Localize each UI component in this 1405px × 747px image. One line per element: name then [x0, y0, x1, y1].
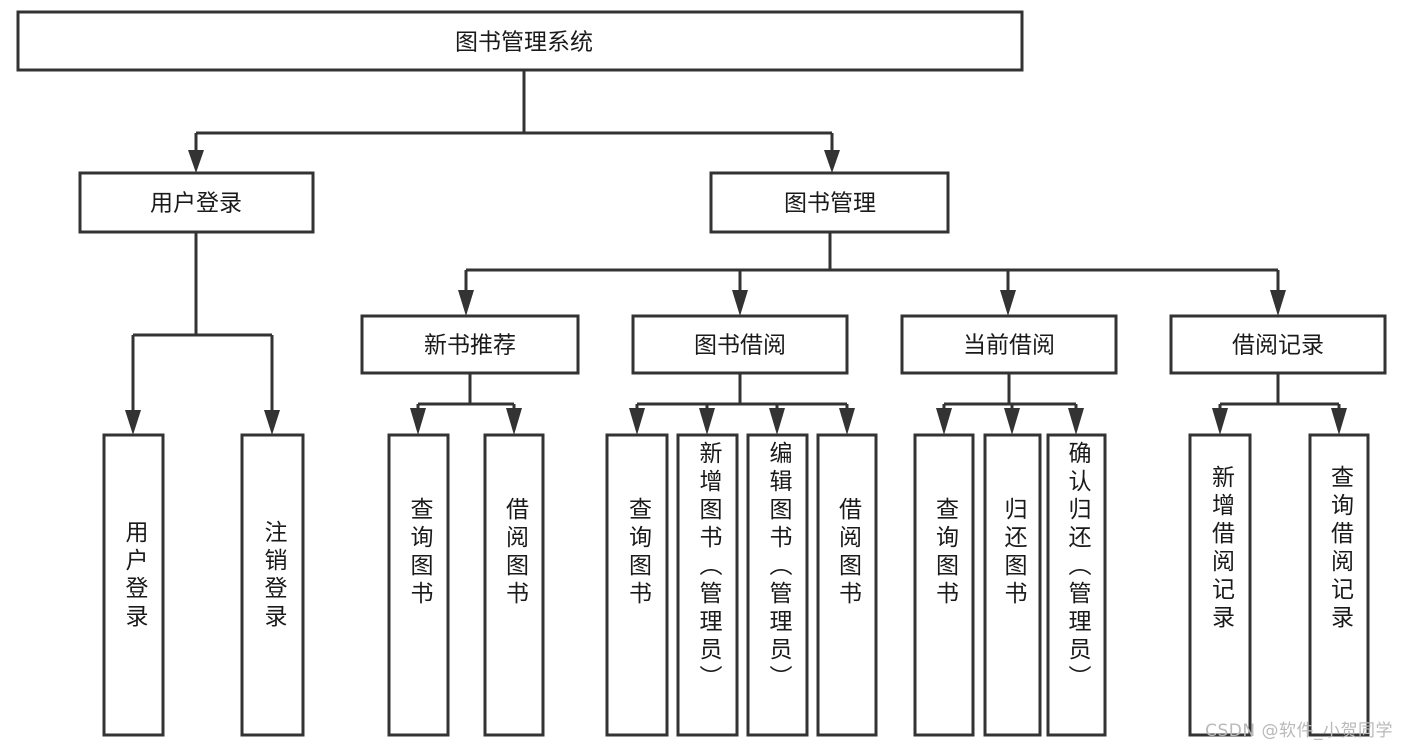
leaf-current-return[interactable]: 归还图书 — [985, 435, 1040, 735]
node-user-login[interactable]: 用户登录 — [78, 171, 315, 234]
leaf-current-confirm[interactable]: 确认归还（管理员） — [1048, 435, 1105, 735]
leaf-box-current-query[interactable] — [913, 433, 975, 737]
edge-userlogin-bus — [131, 232, 274, 412]
leaf-record-add[interactable]: 新增借阅记录 — [1190, 435, 1250, 735]
arrow-to-bookborrow-leaf-1 — [629, 408, 645, 435]
leaf-borrow-lend[interactable]: 借阅图书 — [818, 435, 876, 735]
leaf-borrow-edit-label: 编辑图书（管理员） — [765, 441, 791, 693]
node-borrow-record-label: 借阅记录 — [1232, 333, 1324, 359]
leaf-box-logout[interactable] — [240, 433, 305, 737]
arrow-to-user-login — [188, 150, 204, 173]
arrow-to-current-borrow — [1000, 290, 1016, 316]
node-borrow-record[interactable]: 借阅记录 — [1169, 314, 1387, 375]
leaf-borrow-lend-label: 借阅图书 — [834, 497, 861, 609]
leaf-logout[interactable]: 注销登录 — [242, 435, 303, 735]
leaf-borrow-query-label: 查询图书 — [624, 497, 651, 609]
node-user-login-label: 用户登录 — [150, 191, 242, 217]
arrow-to-borrowrecord-leaf-1 — [1212, 408, 1228, 435]
leaf-current-query-label: 查询图书 — [931, 497, 958, 609]
arrow-to-bookborrow-leaf-4 — [839, 408, 855, 435]
leaf-borrow-edit[interactable]: 编辑图书（管理员） — [748, 435, 807, 735]
node-new-book-recommend[interactable]: 新书推荐 — [360, 314, 580, 375]
node-new-book-recommend-label: 新书推荐 — [424, 333, 516, 359]
arrow-to-book-borrow — [732, 290, 748, 316]
leaf-user-login[interactable]: 用户登录 — [104, 435, 163, 735]
leaf-borrow-add[interactable]: 新增图书（管理员） — [678, 435, 737, 735]
leaf-borrow-query[interactable]: 查询图书 — [607, 435, 667, 735]
leaf-box-borrow-query[interactable] — [605, 433, 669, 737]
leaf-box-borrow-lend[interactable] — [816, 433, 878, 737]
leaf-box-record-query[interactable] — [1308, 433, 1370, 737]
edge-currentborrow-bus — [942, 373, 1078, 412]
leaf-user-login-label: 用户登录 — [121, 520, 147, 632]
leaf-box-record-add[interactable] — [1188, 433, 1252, 737]
leaf-logout-label: 注销登录 — [260, 520, 286, 632]
leaf-current-confirm-label: 确认归还（管理员） — [1064, 441, 1090, 693]
leaf-newbook-borrow-label: 借阅图书 — [501, 497, 528, 609]
arrow-to-leaf-user-login — [125, 410, 141, 435]
edge-bookmanage-bus — [464, 232, 1280, 292]
arrow-to-book-manage — [824, 150, 840, 173]
node-book-manage[interactable]: 图书管理 — [709, 171, 950, 234]
arrow-to-newbook-leaf-2 — [506, 408, 522, 435]
leaf-current-query[interactable]: 查询图书 — [915, 435, 973, 735]
node-current-borrow[interactable]: 当前借阅 — [900, 314, 1118, 375]
arrow-to-borrowrecord-leaf-2 — [1331, 408, 1347, 435]
node-root[interactable]: 图书管理系统 — [16, 10, 1024, 72]
leaf-newbook-borrow[interactable]: 借阅图书 — [485, 435, 543, 735]
csdn-watermark: CSDN @软件_小贺同学 — [1205, 721, 1393, 741]
edge-borrowrecord-bus — [1218, 373, 1341, 412]
arrow-to-bookborrow-leaf-2 — [699, 408, 715, 435]
node-book-borrow-label: 图书借阅 — [694, 333, 786, 359]
leaf-record-query[interactable]: 查询借阅记录 — [1310, 435, 1368, 735]
leaf-record-query-label: 查询借阅记录 — [1326, 465, 1353, 633]
edge-newbook-bus — [416, 373, 516, 412]
leaf-box-borrow-edit[interactable] — [746, 433, 809, 737]
leaf-box-newbook-query[interactable] — [387, 433, 450, 737]
arrow-to-borrow-record — [1270, 290, 1286, 316]
arrow-to-currentborrow-leaf-2 — [1004, 408, 1020, 435]
leaf-newbook-query[interactable]: 查询图书 — [389, 435, 448, 735]
leaf-newbook-query-label: 查询图书 — [406, 497, 432, 609]
node-root-label: 图书管理系统 — [455, 30, 593, 56]
leaf-current-return-label: 归还图书 — [1000, 497, 1026, 609]
node-current-borrow-label: 当前借阅 — [963, 333, 1055, 359]
arrow-to-currentborrow-leaf-1 — [936, 408, 952, 435]
leaf-box-user-login[interactable] — [102, 433, 165, 737]
arrow-to-currentborrow-leaf-3 — [1068, 408, 1084, 435]
arrow-to-bookborrow-leaf-3 — [769, 408, 785, 435]
leaf-box-current-return[interactable] — [983, 433, 1042, 737]
leaf-borrow-add-label: 新增图书（管理员） — [695, 441, 721, 693]
node-book-manage-label: 图书管理 — [784, 191, 876, 217]
edge-bookborrow-bus — [635, 373, 849, 412]
node-book-borrow[interactable]: 图书借阅 — [631, 314, 849, 375]
leaf-box-newbook-borrow[interactable] — [483, 433, 545, 737]
leaf-box-current-confirm[interactable] — [1046, 433, 1107, 737]
arrow-to-new-book-recommend — [458, 290, 474, 316]
leaf-record-add-label: 新增借阅记录 — [1207, 465, 1234, 633]
arrow-to-leaf-logout — [264, 410, 280, 435]
leaf-box-borrow-add[interactable] — [676, 433, 739, 737]
edge-root-bus — [194, 70, 834, 152]
arrow-to-newbook-leaf-1 — [410, 408, 426, 435]
